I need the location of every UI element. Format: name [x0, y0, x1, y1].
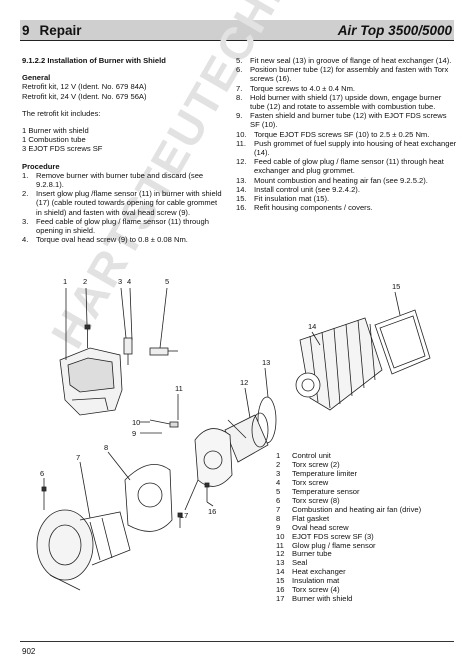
general-heading: General — [22, 73, 51, 83]
procedure-step: 8.Hold burner with shield (17) upside do… — [236, 92, 442, 112]
procedure-step: 12.Feed cable of glow plug / flame senso… — [236, 157, 444, 176]
section-heading: 9 Repair — [20, 23, 82, 38]
page-header: 9 Repair Air Top 3500/5000 — [20, 20, 454, 41]
procedure-step: 11.Push grommet of fuel supply into hous… — [236, 138, 457, 158]
torx-screw-drawing — [84, 324, 91, 348]
heat-exchanger-drawing — [295, 317, 383, 411]
section-number: 9 — [22, 22, 30, 38]
burner-shield-drawing — [194, 428, 233, 487]
temperature-limiter-drawing — [123, 337, 133, 365]
callout-10: 10 — [132, 418, 140, 427]
callout-17: 17 — [180, 511, 188, 520]
callout-1: 1 — [63, 277, 67, 286]
callout-3: 3 — [118, 277, 122, 286]
callout-16: 16 — [208, 507, 216, 516]
retrofit-item: 1 Burner with shield — [22, 126, 89, 136]
page-number: 902 — [22, 647, 36, 656]
procedure-step: 5.Fit new seal (13) in groove of flange … — [236, 56, 452, 65]
fan-drive-drawing — [36, 509, 131, 591]
general-line: Retrofit kit, 12 V (Ident. No. 679 84A) — [22, 82, 147, 92]
retrofit-item: 1 Combustion tube — [22, 135, 86, 145]
procedure-step: 10.Torque EJOT FDS screws SF (10) to 2.5… — [236, 129, 430, 139]
callout-6: 6 — [40, 469, 44, 478]
retrofit-heading: The retrofit kit includes: — [22, 108, 101, 118]
retrofit-item: 3 EJOT FDS screws SF — [22, 144, 103, 154]
insulation-mat-drawing — [374, 309, 431, 375]
callout-4: 4 — [127, 277, 131, 286]
procedure-step: 6.Position burner tube (12) for assembly… — [236, 65, 449, 84]
glow-plug-drawing — [149, 419, 179, 428]
procedure-steps-right: 5.Fit new seal (13) in groove of flange … — [236, 56, 458, 212]
right-column: 5.Fit new seal (13) in groove of flange … — [236, 56, 458, 212]
subsection-title: 9.1.2.2 Installation of Burner with Shie… — [22, 56, 166, 65]
procedure-step: 7.Torque screws to 4.0 ± 0.4 Nm. — [236, 83, 356, 93]
burner-tube-drawing — [224, 412, 269, 463]
procedure-step: 15.Fit insulation mat (15). — [236, 194, 330, 204]
callout-7: 7 — [76, 453, 80, 462]
left-column: 9.1.2.2 Installation of Burner with Shie… — [22, 56, 222, 244]
procedure-step: 1.Remove burner with burner tube and dis… — [22, 170, 204, 190]
callout-15: 15 — [392, 282, 400, 291]
callout-9: 9 — [132, 429, 136, 438]
procedure-step: 4.Torque oval head screw (9) to 0.8 ± 0.… — [22, 235, 188, 245]
temperature-sensor-drawing — [149, 347, 178, 356]
torx-screw-16-drawing — [204, 482, 210, 502]
callout-14: 14 — [308, 322, 316, 331]
exploded-view-diagram: 1 2 3 4 5 15 14 13 12 11 10 9 8 7 6 17 1… — [36, 277, 431, 591]
ejot-screw-drawing — [177, 512, 183, 528]
callout-13: 13 — [262, 358, 270, 367]
procedure-step: 16.Refit housing components / covers. — [236, 203, 373, 213]
section-title: Repair — [39, 22, 82, 38]
control-unit-drawing — [59, 347, 123, 416]
footer-divider — [20, 641, 454, 642]
callout-11: 11 — [175, 384, 183, 393]
flat-gasket-drawing — [124, 463, 173, 532]
procedure-heading: Procedure — [22, 161, 60, 171]
callout-8: 8 — [104, 443, 108, 452]
callout-12: 12 — [240, 378, 248, 387]
procedure-step: 2.Insert glow plug /flame sensor (11) in… — [22, 189, 222, 217]
procedure-step: 13.Mount combustion and heating air fan … — [236, 175, 428, 185]
product-name: Air Top 3500/5000 — [337, 22, 452, 38]
general-line: Retrofit kit, 24 V (Ident. No. 679 56A) — [22, 91, 147, 101]
procedure-steps-left: 1.Remove burner with burner tube and dis… — [22, 171, 222, 245]
torx-screw-6-drawing — [41, 486, 47, 510]
callout-5: 5 — [165, 277, 169, 286]
procedure-step: 14.Install control unit (see 9.2.4.2). — [236, 184, 360, 194]
procedure-step: 9.Fasten shield and burner tube (12) wit… — [236, 111, 447, 130]
procedure-step: 3.Feed cable of glow plug / flame sensor… — [22, 216, 209, 236]
callout-2: 2 — [83, 277, 87, 286]
